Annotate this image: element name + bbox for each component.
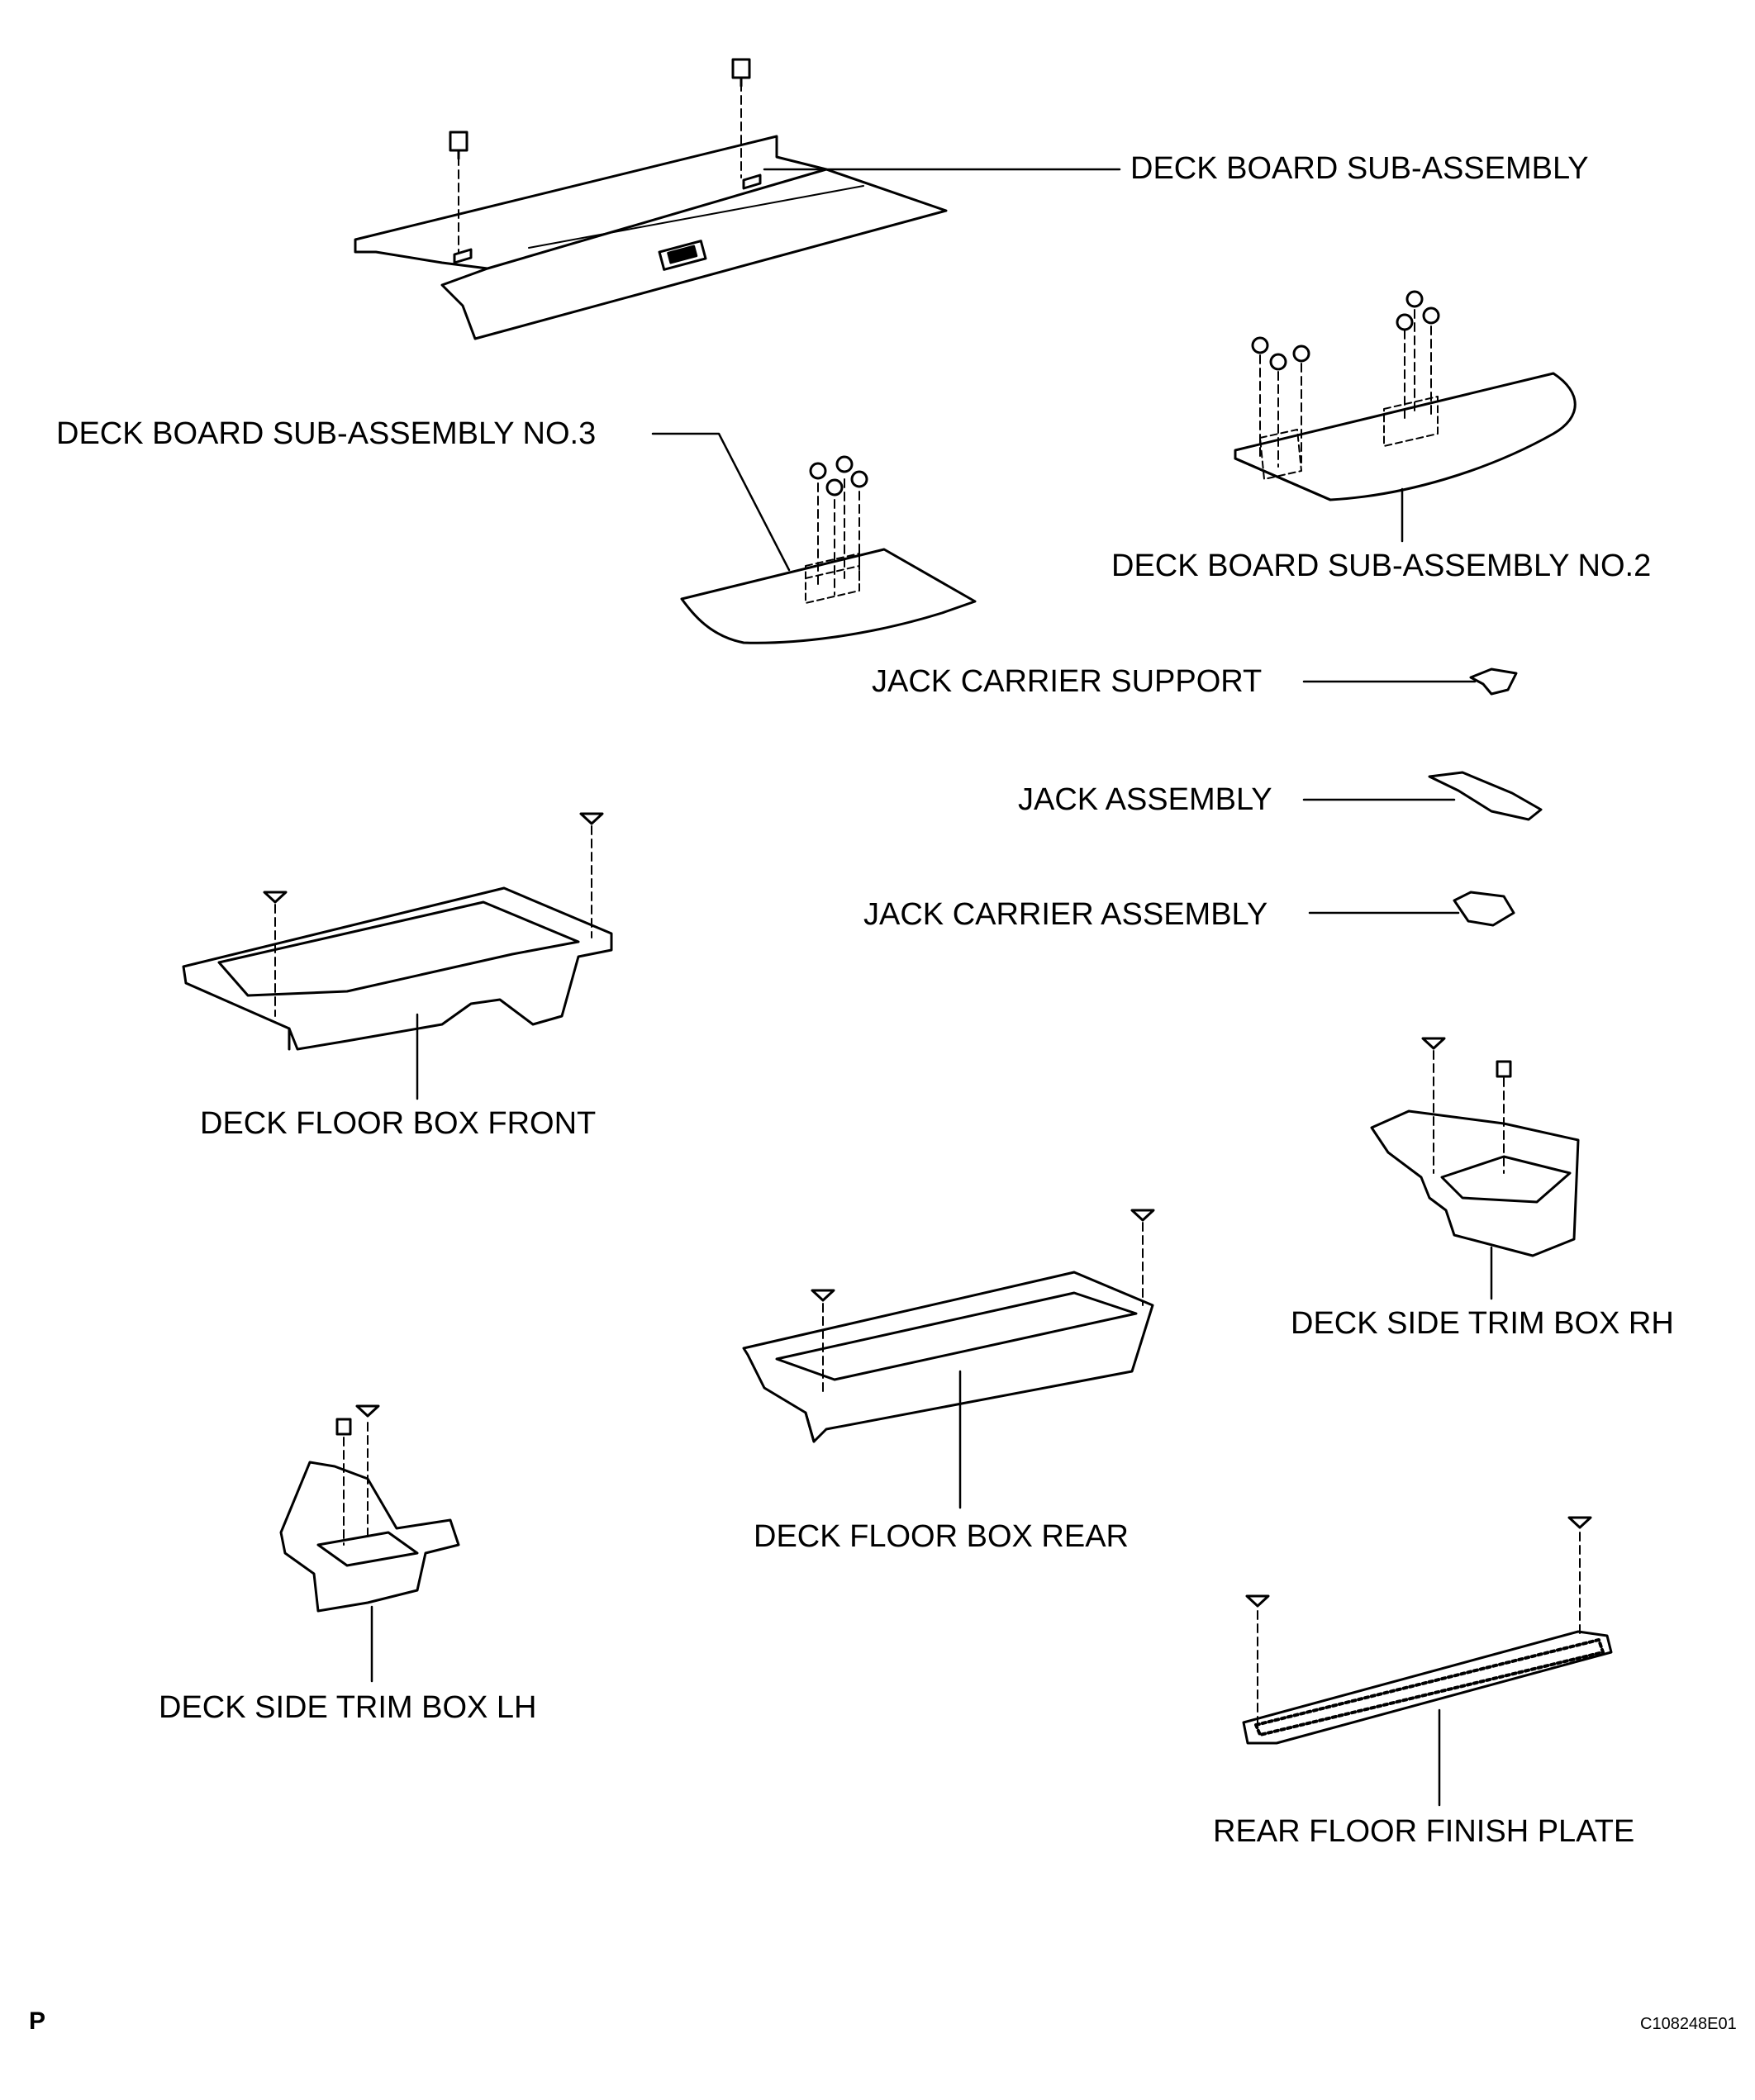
label-deck-side-trim-box-rh: DECK SIDE TRIM BOX RH [1291, 1306, 1674, 1341]
jack-carrier-support-part [1469, 668, 1518, 696]
label-deck-board: DECK BOARD SUB-ASSEMBLY [1130, 151, 1589, 186]
deck-board-no3-part [680, 548, 977, 644]
label-deck-board-no3: DECK BOARD SUB-ASSEMBLY NO.3 [56, 416, 597, 451]
label-deck-side-trim-box-lh: DECK SIDE TRIM BOX LH [159, 1690, 537, 1725]
jack-carrier-assembly-part [1453, 891, 1515, 927]
deck-side-trim-box-rh-part [1370, 1109, 1580, 1257]
label-jack-carrier-support: JACK CARRIER SUPPORT [872, 664, 1263, 699]
deck-board-no2-bolts [1251, 290, 1440, 468]
page-mark: P [29, 2007, 46, 2035]
deck-floor-box-rear-screws [811, 1209, 1155, 1397]
jack-assembly-part [1428, 771, 1543, 821]
deck-board-no2-part [1234, 372, 1577, 501]
deck-floor-box-front-part [182, 886, 613, 1051]
label-deck-floor-box-front: DECK FLOOR BOX FRONT [200, 1106, 597, 1141]
deck-board-bolts [449, 58, 751, 253]
label-deck-board-no2: DECK BOARD SUB-ASSEMBLY NO.2 [1111, 549, 1652, 583]
rear-floor-finish-plate-screws [1245, 1516, 1592, 1723]
label-jack-carrier-assembly: JACK CARRIER ASSEMBLY [863, 897, 1268, 932]
deck-board-no3-leader [651, 432, 791, 572]
figure-code: C108248E01 [1640, 2015, 1737, 2033]
deck-board-part [354, 135, 948, 340]
rear-floor-finish-plate-part [1242, 1630, 1613, 1745]
deck-board-no3-bolts [809, 455, 868, 596]
label-jack-assembly: JACK ASSEMBLY [1018, 782, 1272, 817]
deck-floor-box-rear-part [742, 1271, 1154, 1443]
deck-side-trim-box-rh-screws [1421, 1037, 1512, 1174]
deck-side-trim-box-lh-screws [335, 1404, 380, 1546]
label-deck-floor-box-rear: DECK FLOOR BOX REAR [754, 1519, 1129, 1554]
label-rear-floor-finish-plate: REAR FLOOR FINISH PLATE [1213, 1814, 1635, 1849]
deck-side-trim-box-lh-part [279, 1461, 460, 1613]
deck-floor-box-front-screws [263, 812, 604, 1017]
